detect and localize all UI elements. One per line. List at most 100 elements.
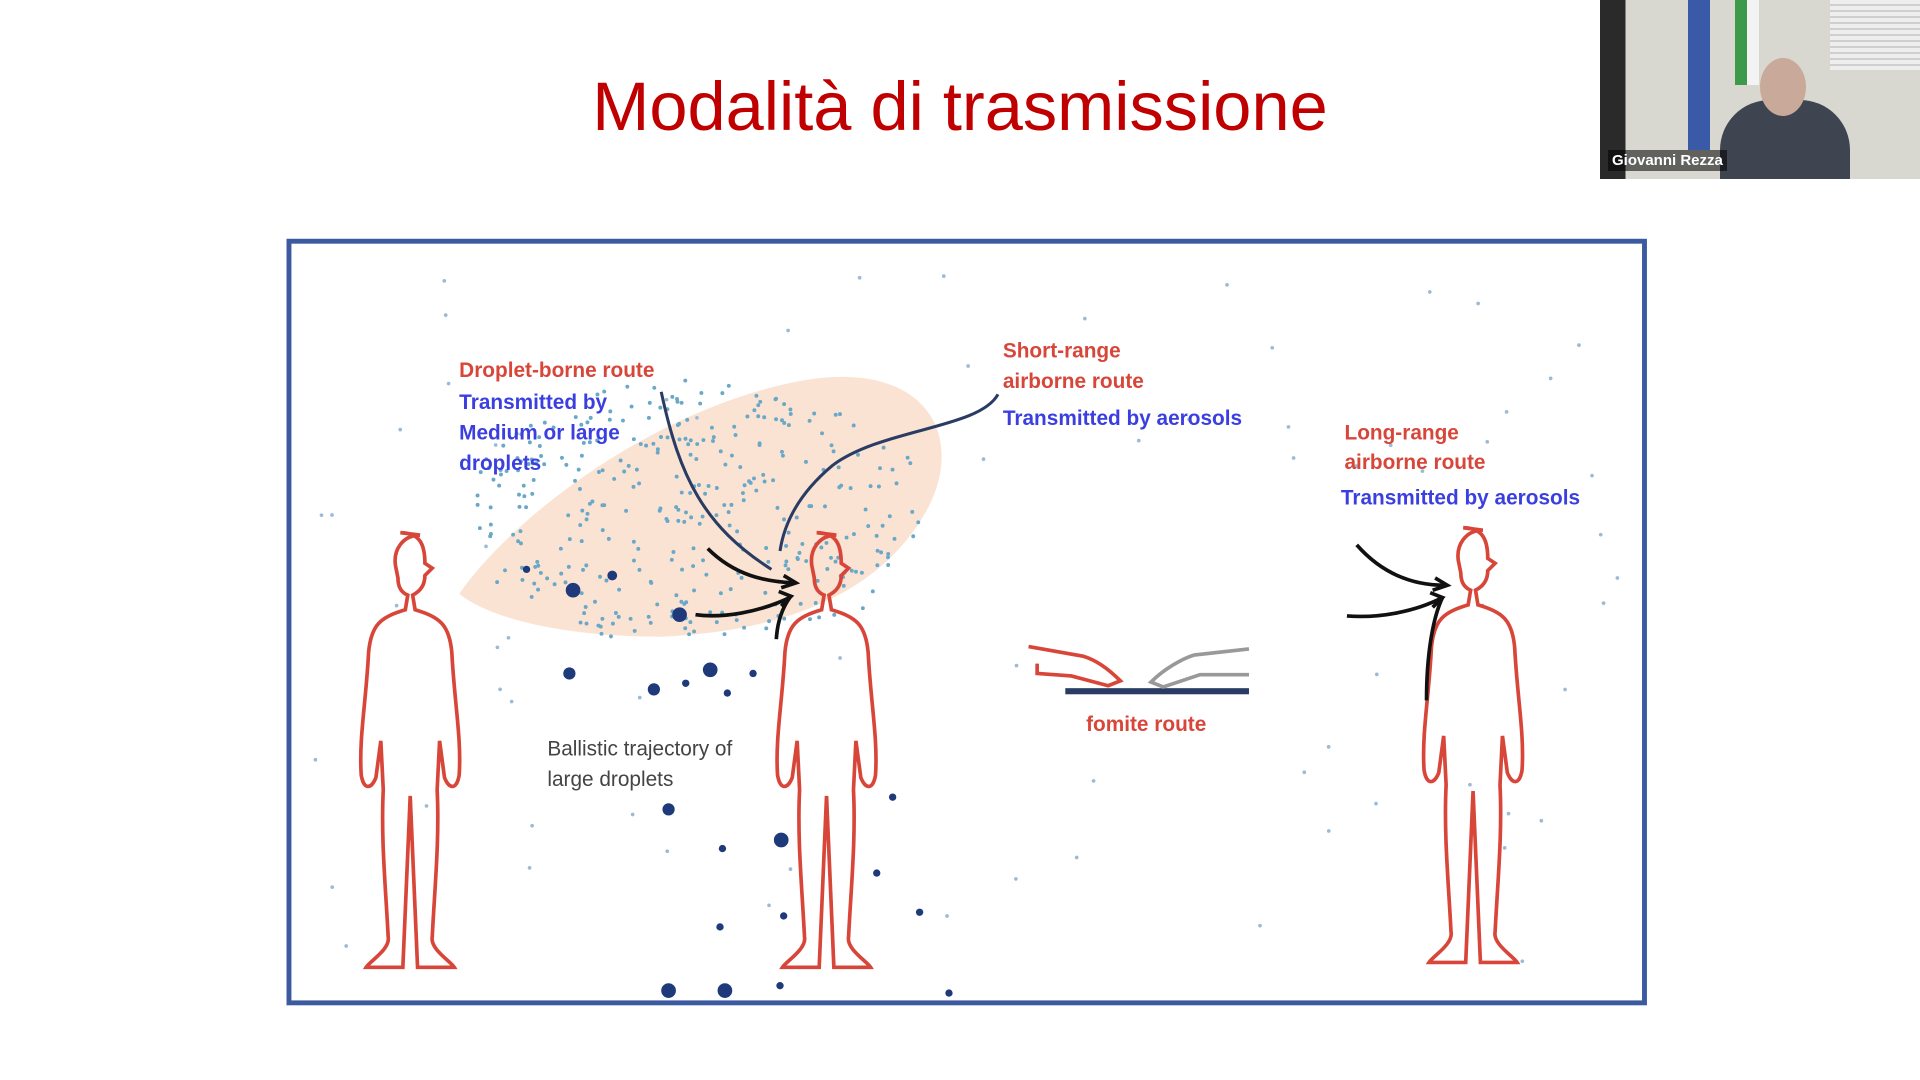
aerosol-particle xyxy=(718,591,723,596)
aerosol-particle xyxy=(626,463,631,468)
aerosol-particle xyxy=(442,279,447,283)
aerosol-particle xyxy=(775,505,780,510)
aerosol-particle xyxy=(820,431,824,436)
aerosol-particle xyxy=(493,443,498,447)
aerosol-particle xyxy=(916,520,921,525)
aerosol-particle xyxy=(675,423,680,427)
aerosol-particle xyxy=(887,514,892,519)
aerosol-particle xyxy=(1615,576,1620,580)
aerosol-particle xyxy=(815,578,820,583)
aerosol-particle xyxy=(488,534,493,539)
aerosol-particle xyxy=(637,695,642,700)
aerosol-particle xyxy=(854,569,858,574)
aerosol-particle xyxy=(537,435,542,440)
participant-name: Giovanni Rezza xyxy=(1608,150,1727,171)
aerosol-particle xyxy=(831,449,836,454)
aerosol-particle xyxy=(688,490,693,495)
aerosol-particle xyxy=(581,440,586,445)
aerosol-particle xyxy=(878,466,882,471)
aerosol-particle xyxy=(905,455,910,460)
aerosol-particle xyxy=(566,564,571,569)
aerosol-particle xyxy=(794,515,799,520)
aerosol-particle xyxy=(491,477,496,482)
aerosol-particle xyxy=(786,328,790,333)
diagram-frame xyxy=(286,238,1647,1006)
aerosol-particle xyxy=(752,476,756,481)
aerosol-particle xyxy=(857,275,862,280)
aerosol-particle xyxy=(637,567,642,572)
aerosol-particle xyxy=(646,415,651,420)
aerosol-particle xyxy=(488,505,493,510)
aerosol-particle xyxy=(576,467,581,472)
aerosol-particle xyxy=(501,443,506,448)
aerosol-particle xyxy=(817,615,822,620)
aerosol-particle xyxy=(784,559,789,564)
aerosol-particle xyxy=(695,415,699,420)
short-range-pointer-line xyxy=(778,393,1000,552)
aerosol-particle xyxy=(675,399,680,404)
aerosol-particle xyxy=(538,570,543,575)
italian-flag xyxy=(1735,0,1759,85)
aerosol-particle xyxy=(573,478,577,483)
aerosol-particle xyxy=(825,566,830,571)
aerosol-particle xyxy=(628,616,633,621)
aerosol-particle xyxy=(584,621,589,626)
aerosol-particle xyxy=(691,546,696,551)
aerosol-particle xyxy=(1074,855,1079,860)
aerosol-particle xyxy=(511,532,516,537)
aerosol-particle xyxy=(590,499,595,504)
aerosol-particle xyxy=(714,513,719,518)
aerosol-particle xyxy=(344,944,349,948)
aerosol-particle xyxy=(499,472,503,477)
aerosol-particle xyxy=(879,550,884,555)
aerosol-particle xyxy=(739,575,744,580)
aerosol-particle xyxy=(683,378,688,383)
aerosol-particle xyxy=(581,567,585,572)
aerosol-particle xyxy=(600,616,605,621)
aerosol-particle xyxy=(683,626,688,631)
aerosol-particle xyxy=(701,438,706,442)
aerosol-particle xyxy=(727,523,732,528)
aerosol-particle xyxy=(788,867,793,871)
aerosol-particle xyxy=(475,502,480,507)
participant-video-thumbnail[interactable]: Giovanni Rezza xyxy=(1600,0,1920,179)
aerosol-particle xyxy=(859,570,864,575)
aerosol-particle xyxy=(622,469,627,474)
long-range-title-2: airborne route xyxy=(1344,451,1485,474)
aerosol-particle xyxy=(697,483,701,487)
aerosol-particle xyxy=(631,539,636,544)
aerosol-particle xyxy=(894,481,899,486)
aerosol-particle xyxy=(714,620,719,625)
aerosol-particle xyxy=(718,449,723,454)
aerosol-particle xyxy=(742,625,747,630)
aerosol-particle xyxy=(579,591,584,596)
aerosol-particle xyxy=(530,823,534,828)
aerosol-particle xyxy=(1326,745,1331,749)
aerosol-particle xyxy=(981,457,986,461)
aerosol-particle xyxy=(498,468,503,473)
aerosol-particle xyxy=(698,401,703,406)
aerosol-particle xyxy=(886,563,891,567)
aerosol-particle xyxy=(517,504,522,509)
aerosol-particle xyxy=(674,505,679,510)
aerosol-particle xyxy=(886,555,890,560)
aerosol-particle xyxy=(647,400,652,405)
aerosol-particle xyxy=(758,399,763,404)
aerosol-particle xyxy=(766,559,771,564)
aerosol-particle xyxy=(527,865,532,870)
aerosol-particle xyxy=(788,411,793,416)
aerosol-particle xyxy=(634,467,639,472)
aerosol-particle xyxy=(552,582,557,587)
aerosol-particle xyxy=(598,574,602,579)
aerosol-particle xyxy=(841,583,846,588)
aerosol-particle xyxy=(733,433,738,437)
aerosol-particle xyxy=(703,491,708,496)
aerosol-particle xyxy=(683,436,688,441)
aerosol-particle xyxy=(519,541,523,546)
aerosol-particle xyxy=(774,417,779,422)
aerosol-particle xyxy=(674,474,679,479)
aerosol-particle xyxy=(849,568,854,573)
aerosol-particle xyxy=(798,601,803,606)
aerosol-particle xyxy=(606,536,611,541)
